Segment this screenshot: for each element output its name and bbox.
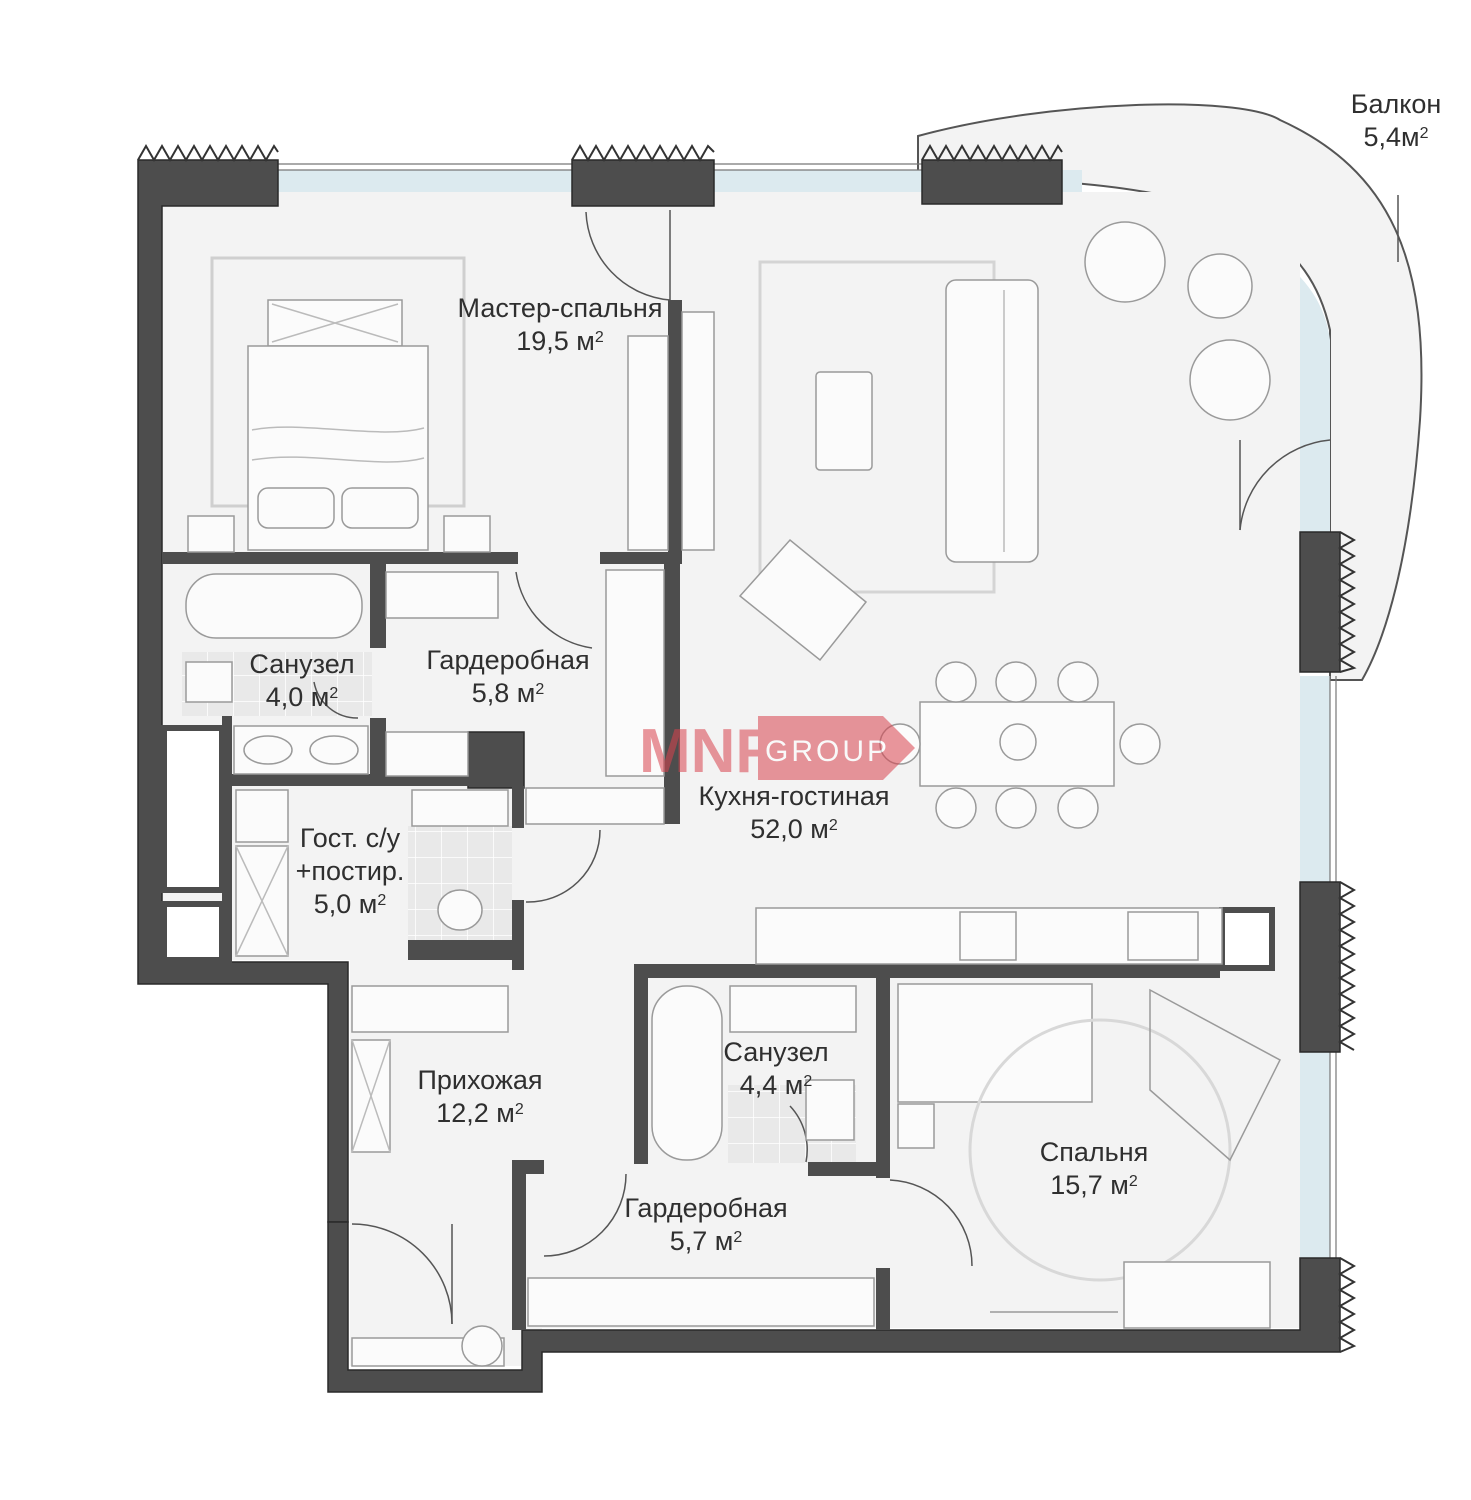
watermark-left: MNF <box>639 717 773 780</box>
hall-name: Прихожая <box>417 1065 543 1095</box>
wardrobe1-area: 5,8 <box>471 678 510 708</box>
facade-zigzag <box>137 143 1357 1353</box>
label-kitchen-living: Кухня-гостиная 52,0 м2 <box>698 781 890 844</box>
label-bedroom: Спальня 15,7 м2 <box>1039 1137 1149 1200</box>
label-wardrobe-2: Гардеробная 5,7 м2 <box>624 1193 788 1256</box>
master-area: 19,5 <box>516 326 569 356</box>
wardrobe2-name: Гардеробная <box>624 1193 788 1223</box>
bath1-name: Санузел <box>249 649 355 679</box>
label-bathroom-1: Санузел 4,0 м2 <box>249 649 355 712</box>
partitions <box>162 300 1220 1330</box>
bedroom-area: 15,7 <box>1050 1170 1103 1200</box>
bath2-name: Санузел <box>723 1037 829 1067</box>
label-guest-wc: Гост. с/у +постир. 5,0 м2 <box>295 823 405 919</box>
doors <box>313 210 1331 1325</box>
guest-name-1: Гост. с/у <box>299 823 401 853</box>
balcony-area: 5,4 <box>1363 122 1402 152</box>
walls <box>137 159 1341 1393</box>
label-balcony: Балкон 5,4м2 <box>1350 89 1442 152</box>
master-name: Мастер-спальня <box>457 293 663 323</box>
wardrobe2-area: 5,7 <box>669 1226 708 1256</box>
balcony-name: Балкон <box>1350 89 1442 119</box>
kitchen-area: 52,0 <box>750 814 803 844</box>
kitchen-name: Кухня-гостиная <box>698 781 890 811</box>
label-wardrobe-1: Гардеробная 5,8 м2 <box>426 645 590 708</box>
wardrobe1-name: Гардеробная <box>426 645 590 675</box>
label-master-bedroom: Мастер-спальня 19,5 м2 <box>457 293 663 356</box>
guest-name-2: +постир. <box>295 856 405 886</box>
label-bathroom-2: Санузел 4,4 м2 <box>723 1037 829 1100</box>
bath1-area: 4,0 <box>265 682 304 712</box>
bedroom-name: Спальня <box>1039 1137 1149 1167</box>
bath2-area: 4,4 <box>739 1070 778 1100</box>
guest-area: 5,0 <box>313 889 352 919</box>
watermark-right: GROUP <box>765 735 890 768</box>
windows <box>278 170 1330 1260</box>
hall-area: 12,2 <box>436 1098 489 1128</box>
mnf-group-watermark: MNF GROUP <box>639 716 915 780</box>
furniture <box>185 221 1281 1367</box>
label-hallway: Прихожая 12,2 м2 <box>417 1065 543 1128</box>
